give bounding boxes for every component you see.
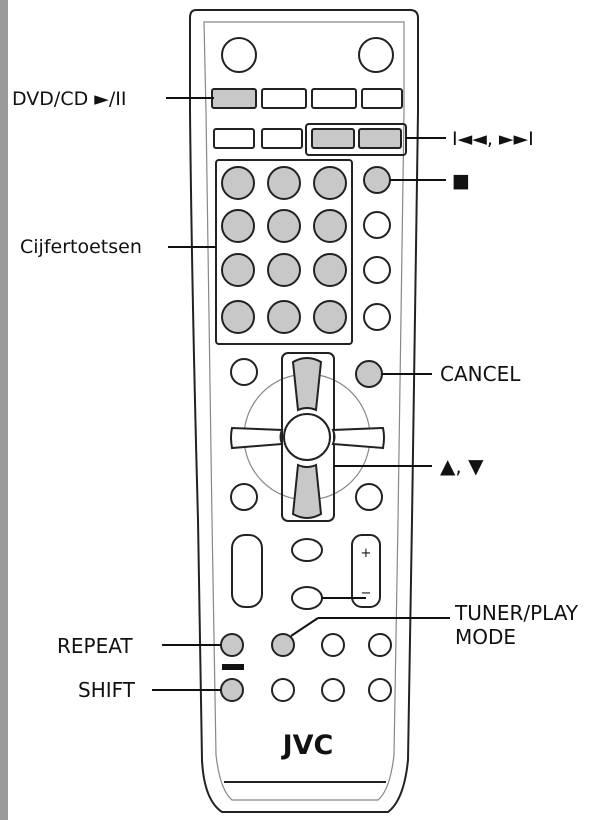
- shift-button[interactable]: [220, 678, 244, 702]
- top-right-button[interactable]: [358, 37, 394, 73]
- label-repeat: REPEAT: [57, 634, 133, 658]
- right-column-button-2[interactable]: [363, 211, 391, 239]
- cancel-button[interactable]: [355, 360, 383, 388]
- top-left-button[interactable]: [221, 37, 257, 73]
- number-keys-frame: [215, 159, 353, 345]
- cursor-right-button[interactable]: [331, 426, 385, 450]
- cursor-left-button[interactable]: [230, 426, 284, 450]
- label-cancel: CANCEL: [440, 362, 521, 386]
- row1-button-2[interactable]: [261, 88, 307, 109]
- number-key-8[interactable]: [267, 253, 301, 287]
- right-column-button-3[interactable]: [363, 256, 391, 284]
- number-key-3[interactable]: [313, 166, 347, 200]
- bottom-row1-button-3[interactable]: [321, 633, 345, 657]
- number-key-1[interactable]: [221, 166, 255, 200]
- number-key-2[interactable]: [267, 166, 301, 200]
- number-key-7[interactable]: [221, 253, 255, 287]
- bottom-row1-button-4[interactable]: [368, 633, 392, 657]
- number-key-6[interactable]: [313, 209, 347, 243]
- number-key-4[interactable]: [221, 209, 255, 243]
- row2-button-1[interactable]: [213, 128, 255, 149]
- label-stop: ■: [452, 170, 470, 192]
- repeat-button[interactable]: [220, 633, 244, 657]
- tuner-play-mode-button[interactable]: [271, 633, 295, 657]
- label-skip: I◄◄, ►►I: [452, 128, 534, 150]
- leader-lines: [152, 97, 450, 691]
- number-key-12[interactable]: [313, 300, 347, 334]
- nav-bottom-left-button[interactable]: [230, 483, 258, 511]
- label-tuner-play-mode-line2: MODE: [455, 625, 516, 649]
- number-key-9[interactable]: [313, 253, 347, 287]
- skip-forward-button[interactable]: [358, 128, 402, 149]
- brand-logo: JVC: [281, 730, 334, 761]
- number-keys: [221, 166, 347, 334]
- label-cursor-up-down: ▲, ▼: [440, 454, 484, 478]
- left-edge-bar: [0, 0, 8, 820]
- number-key-11[interactable]: [267, 300, 301, 334]
- label-dvd-cd-play-pause: DVD/CD ►/II: [12, 88, 126, 110]
- label-tuner-play-mode-line1: TUNER/PLAY: [454, 601, 579, 625]
- number-key-5[interactable]: [267, 209, 301, 243]
- navigation-pad: [230, 352, 385, 522]
- label-number-keys: Cijfertoetsen: [20, 236, 142, 258]
- skip-back-button[interactable]: [311, 128, 355, 149]
- number-key-10[interactable]: [221, 300, 255, 334]
- skip-buttons-group-outline: [305, 123, 407, 156]
- nav-top-left-button[interactable]: [230, 358, 258, 386]
- right-column-button-4[interactable]: [363, 303, 391, 331]
- row1-button-3[interactable]: [311, 88, 357, 109]
- bottom-row2-button-2[interactable]: [271, 678, 295, 702]
- nav-bottom-right-button[interactable]: [355, 483, 383, 511]
- shift-indicator-bar: [222, 664, 244, 670]
- volume-rocker[interactable]: [351, 534, 381, 608]
- row1-button-4[interactable]: [361, 88, 403, 109]
- volume-plus-mark: +: [361, 546, 372, 561]
- row2-button-2[interactable]: [261, 128, 303, 149]
- bottom-row2-button-3[interactable]: [321, 678, 345, 702]
- remote-body: [189, 9, 419, 813]
- bottom-row2-button-4[interactable]: [368, 678, 392, 702]
- cursor-up-button[interactable]: [291, 357, 323, 412]
- dvd-cd-play-pause-button[interactable]: [211, 88, 257, 109]
- center-small-button[interactable]: [291, 538, 323, 562]
- enter-button[interactable]: [283, 413, 331, 461]
- left-rocker-button[interactable]: [231, 534, 263, 608]
- stop-button[interactable]: [363, 166, 391, 194]
- center-lower-button[interactable]: [291, 586, 323, 610]
- label-shift: SHIFT: [78, 678, 136, 702]
- volume-minus-mark: −: [361, 586, 372, 601]
- cursor-down-button[interactable]: [291, 463, 323, 519]
